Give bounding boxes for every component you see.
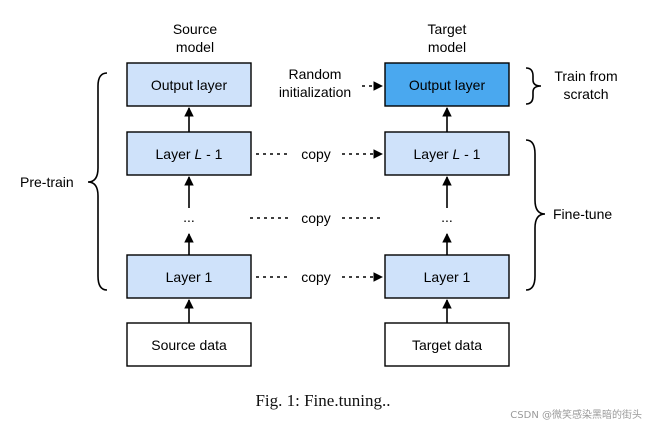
target-layer-1-box [384, 254, 510, 299]
target-output-layer-label: Output layer [409, 77, 486, 93]
fine-tune-brace [525, 139, 546, 291]
copy-label-2: copy [301, 210, 331, 226]
source-data-label: Source data [151, 337, 227, 353]
copy-label-1: copy [301, 146, 331, 162]
source-layer-1-label: Layer 1 [166, 269, 213, 285]
train-from-scratch-line1: Train from [554, 68, 617, 84]
target-layer-1-label: Layer 1 [424, 269, 471, 285]
target-data-box [384, 322, 510, 367]
target-layer-l-label: Layer L - 1 [414, 146, 481, 162]
fine-tune-label: Fine-tune [553, 206, 612, 222]
target-ellipsis: ... [441, 209, 453, 225]
source-output-layer-label: Output layer [151, 77, 228, 93]
pre-train-brace [87, 72, 108, 291]
target-header-line2: model [428, 39, 466, 55]
source-layer-l-box [126, 131, 252, 176]
random-init-line1: Random [289, 66, 342, 82]
figure-caption: Fig. 1: Fine.tuning.. [255, 391, 390, 410]
source-layer-l-label: Layer L - 1 [156, 146, 223, 162]
target-header-line1: Target [428, 21, 467, 37]
target-layer-l-box [384, 131, 510, 176]
target-output-layer-box [384, 62, 510, 107]
random-init-line2: initialization [279, 84, 351, 100]
source-output-layer-box [126, 62, 252, 107]
source-data-box [126, 322, 252, 367]
target-data-label: Target data [412, 337, 482, 353]
copy-label-3: copy [301, 269, 331, 285]
source-header-line2: model [176, 39, 214, 55]
source-header-line1: Source [173, 21, 218, 37]
pre-train-label: Pre-train [20, 174, 74, 190]
source-ellipsis: ... [183, 209, 195, 225]
watermark: CSDN @微笑感染黑暗的街头 [510, 408, 642, 421]
train-from-scratch-brace [525, 67, 542, 105]
train-from-scratch-line2: scratch [563, 86, 608, 102]
